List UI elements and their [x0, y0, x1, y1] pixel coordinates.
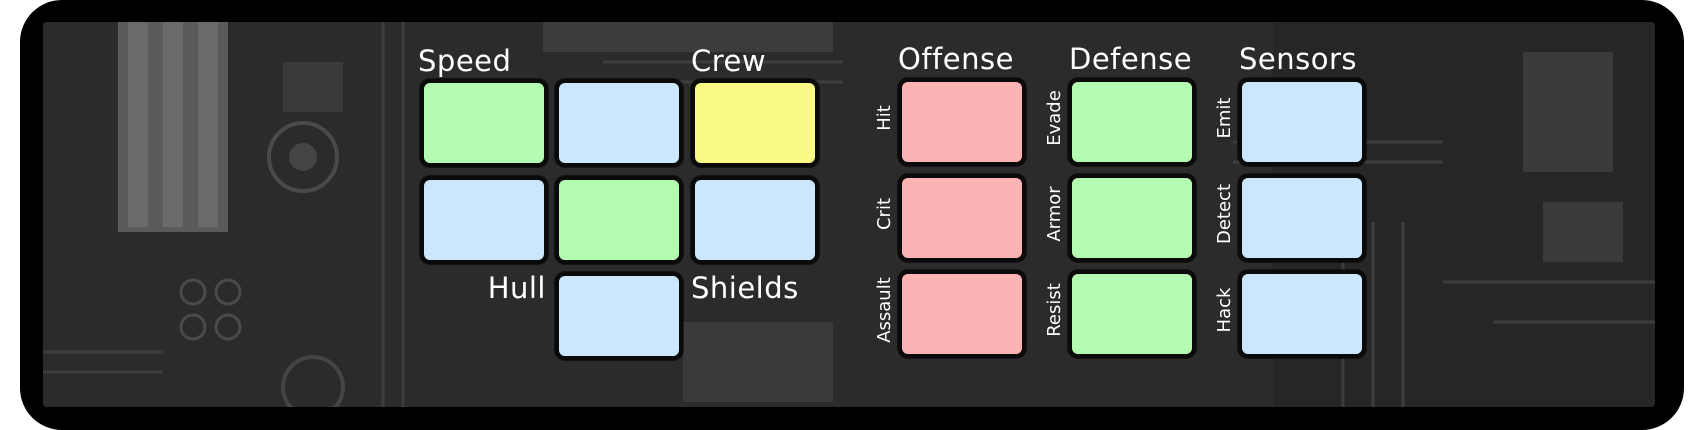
hull-header: Hull — [418, 271, 546, 305]
circuit-board-background — [43, 22, 1655, 407]
speed-header: Speed — [418, 44, 511, 78]
sensors-emit-tile[interactable] — [1238, 78, 1366, 166]
crew-tile[interactable] — [691, 79, 819, 167]
sensors-detect-tile[interactable] — [1238, 174, 1366, 262]
offense-hit-label: Hit — [874, 105, 896, 131]
sensors-emit-label: Emit — [1214, 98, 1236, 139]
sensors-header: Sensors — [1239, 42, 1357, 76]
defense-resist-label: Resist — [1044, 283, 1066, 337]
crew-header: Crew — [691, 44, 766, 78]
hull-speed-tile[interactable] — [420, 176, 548, 264]
offense-assault-label: Assault — [874, 277, 896, 343]
defense-header: Defense — [1069, 42, 1192, 76]
offense-crit-label: Crit — [874, 198, 896, 230]
speed-crew-tile[interactable] — [555, 79, 683, 167]
sensors-hack-label: Hack — [1214, 288, 1236, 333]
offense-hit-tile[interactable] — [898, 78, 1026, 166]
offense-assault-tile[interactable] — [898, 270, 1026, 358]
center-tile[interactable] — [555, 176, 683, 264]
pcb-pattern — [43, 22, 1655, 407]
hull-shields-tile[interactable] — [555, 272, 683, 360]
defense-armor-tile[interactable] — [1068, 174, 1196, 262]
offense-crit-tile[interactable] — [898, 174, 1026, 262]
sensors-hack-tile[interactable] — [1238, 270, 1366, 358]
defense-resist-tile[interactable] — [1068, 270, 1196, 358]
defense-evade-label: Evade — [1044, 90, 1066, 146]
defense-evade-tile[interactable] — [1068, 78, 1196, 166]
crew-shields-tile[interactable] — [691, 176, 819, 264]
defense-armor-label: Armor — [1044, 186, 1066, 241]
shields-header: Shields — [691, 271, 799, 305]
sensors-detect-label: Detect — [1214, 184, 1236, 244]
speed-tile[interactable] — [420, 79, 548, 167]
offense-header: Offense — [898, 42, 1014, 76]
